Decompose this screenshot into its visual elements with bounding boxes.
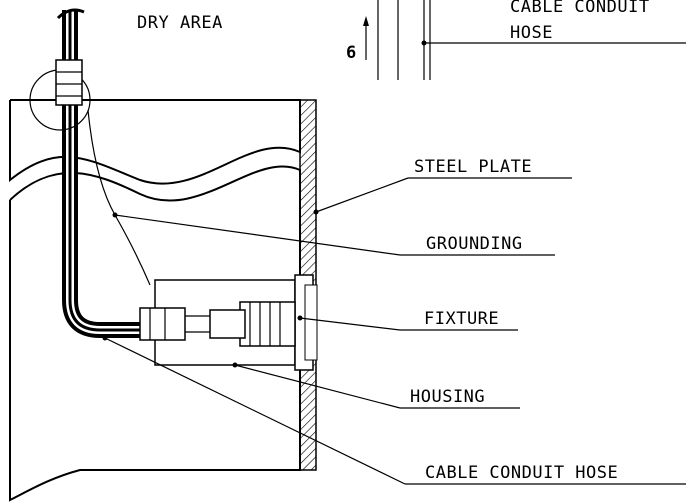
fixture	[139, 274, 318, 371]
dimension-label: 6	[346, 43, 357, 63]
hose-top-label: HOSE	[510, 23, 553, 43]
housing-label: HOUSING	[410, 387, 485, 407]
grounding-wire	[87, 109, 151, 286]
wall-outline	[9, 99, 301, 185]
steel-plate-label: STEEL PLATE	[414, 157, 532, 177]
fixture-label: FIXTURE	[424, 309, 499, 329]
cable-conduit-hose-label: CABLE CONDUIT HOSE	[425, 463, 618, 483]
grounding-label: GROUNDING	[426, 234, 523, 254]
dry-area-label: DRY AREA	[137, 13, 223, 33]
cable-conduit-top-label: CABLE CONDUIT	[510, 0, 650, 17]
